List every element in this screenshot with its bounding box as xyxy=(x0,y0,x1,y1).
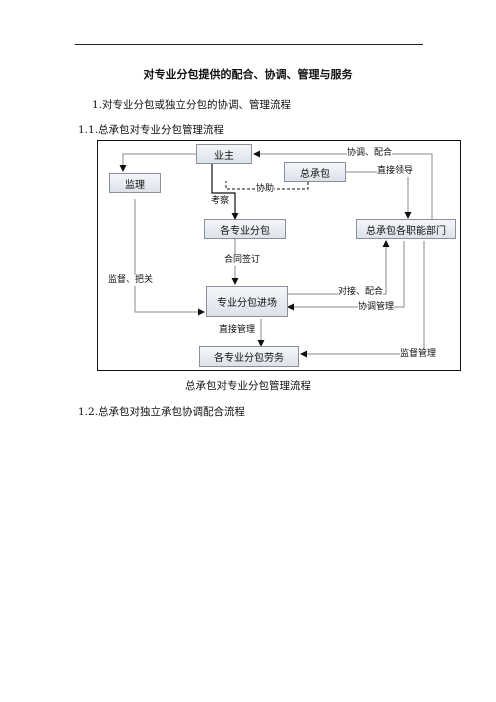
node-supervisor: 监理 xyxy=(109,173,161,193)
label-dock: 对接、配合 xyxy=(338,287,384,298)
header-rule xyxy=(75,44,423,45)
label-contract: 合同签订 xyxy=(224,255,261,266)
edge-coord-manage xyxy=(287,241,405,311)
node-subcontractors: 各专业分包 xyxy=(204,219,286,239)
section-heading-1-2: 1.2.总承包对独立承包协调配合流程 xyxy=(78,406,246,418)
edge-oversee xyxy=(134,199,205,316)
label-oversee: 监督、把关 xyxy=(108,275,154,286)
management-flow-diagram: 业主 总承包 监理 各专业分包 总承包各职能部门 专业分包进场 各专业分包劳务 … xyxy=(97,140,461,371)
edge-coordinate xyxy=(253,150,433,236)
label-assist: 协助 xyxy=(256,184,275,195)
node-owner: 业主 xyxy=(196,144,252,164)
edge-owner-supervisor xyxy=(119,153,196,172)
document-title: 对专业分包提供的配合、协调、管理与服务 xyxy=(143,68,353,81)
node-departments: 总承包各职能部门 xyxy=(356,219,456,239)
node-subcontractor-labor: 各专业分包劳务 xyxy=(199,346,299,367)
edge-dock xyxy=(288,240,390,295)
label-supervise-manage: 监督管理 xyxy=(400,349,437,360)
section-heading-1: 1.对专业分包或独立分包的协调、管理流程 xyxy=(92,99,292,111)
label-direct-lead: 直接领导 xyxy=(377,166,414,177)
section-heading-1-1: 1.1.总承包对专业分包管理流程 xyxy=(78,124,225,136)
label-coord-manage: 协调管理 xyxy=(358,302,395,313)
node-subcontractor-entry: 专业分包进场 xyxy=(206,286,288,317)
node-general-contractor: 总承包 xyxy=(284,162,346,182)
edge-inspect xyxy=(211,162,239,220)
diagram-caption: 总承包对专业分包管理流程 xyxy=(185,380,311,392)
label-coordinate: 协调、配合 xyxy=(347,148,393,159)
edge-direct-lead xyxy=(346,171,412,219)
label-inspect: 考察 xyxy=(211,196,230,207)
label-direct-manage: 直接管理 xyxy=(219,325,256,336)
